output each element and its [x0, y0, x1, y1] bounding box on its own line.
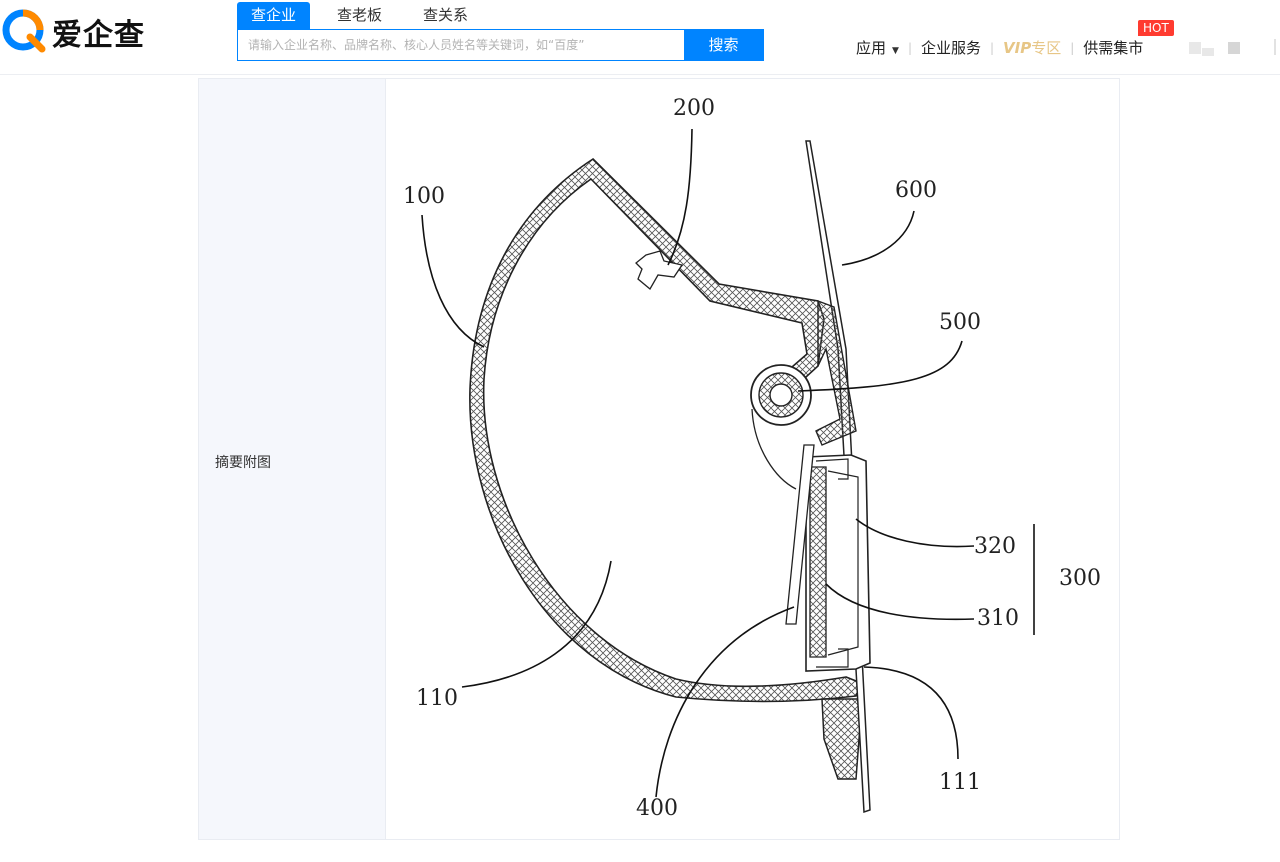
logo-icon [2, 9, 46, 53]
search-tabs: 查企业 查老板 查关系 [237, 2, 495, 29]
caret-down-icon: ▼ [892, 46, 899, 56]
avatar-blur [1202, 48, 1214, 56]
nav-divider: | [1070, 40, 1075, 55]
search-input[interactable] [238, 30, 684, 60]
label-cell: 摘要附图 [199, 79, 386, 839]
user-menu-icon[interactable] [1228, 42, 1240, 54]
vip-label: VIP [1003, 39, 1032, 57]
tab-boss[interactable]: 查老板 [337, 6, 383, 24]
nav-divider: | [990, 40, 995, 55]
hinge-bracket [815, 299, 857, 446]
label-300: 300 [1059, 566, 1101, 591]
top-nav: 应用 ▼ | 企业服务 | VIP专区 | 供需集市 [856, 37, 1143, 58]
abstract-figure-table: 摘要附图 [198, 78, 1120, 840]
nav-market[interactable]: 供需集市 [1083, 39, 1144, 57]
figure-cell: 100 200 600 500 320 300 310 110 111 400 [386, 79, 1119, 839]
label-310: 310 [977, 606, 1019, 631]
hot-badge: HOT [1138, 20, 1174, 36]
search-button[interactable]: 搜索 [684, 30, 763, 60]
module-core-310 [809, 466, 827, 658]
roller-500-core [769, 383, 793, 407]
label-600: 600 [895, 178, 937, 203]
nav-enterprise-service[interactable]: 企业服务 [920, 39, 981, 57]
nav-divider: | [907, 40, 912, 55]
housing-shell [469, 157, 863, 703]
search-bar: 搜索 [237, 29, 764, 61]
nav-vip-zone[interactable]: VIP专区 [1003, 37, 1061, 58]
label-111: 111 [939, 770, 981, 795]
logo-text: 爱企查 [52, 18, 145, 53]
label-500: 500 [939, 310, 981, 335]
patent-drawing: 100 200 600 500 320 300 310 110 111 400 [403, 96, 1101, 821]
logo[interactable]: 爱企查 [2, 9, 145, 55]
label-100: 100 [403, 184, 445, 209]
label-400: 400 [636, 796, 678, 821]
label-110: 110 [416, 686, 458, 711]
top-header: 爱企查 查企业 查老板 查关系 搜索 应用 ▼ | 企业服务 | VIP专区 | … [0, 0, 1280, 75]
nav-apps[interactable]: 应用 ▼ [856, 37, 899, 58]
edge-divider [1274, 39, 1276, 55]
tab-relation[interactable]: 查关系 [423, 6, 469, 24]
nav-apps-label: 应用 [856, 39, 887, 57]
lower-flange [821, 698, 863, 780]
panel-600 [805, 140, 871, 814]
abstract-figure-label: 摘要附图 [215, 455, 271, 471]
part-200 [635, 250, 684, 290]
slide-rail-400 [785, 444, 815, 625]
vip-zone-label: 专区 [1031, 39, 1062, 57]
tab-company[interactable]: 查企业 [237, 2, 311, 29]
label-320: 320 [974, 534, 1016, 559]
avatar[interactable] [1189, 42, 1201, 54]
label-200: 200 [673, 96, 715, 121]
